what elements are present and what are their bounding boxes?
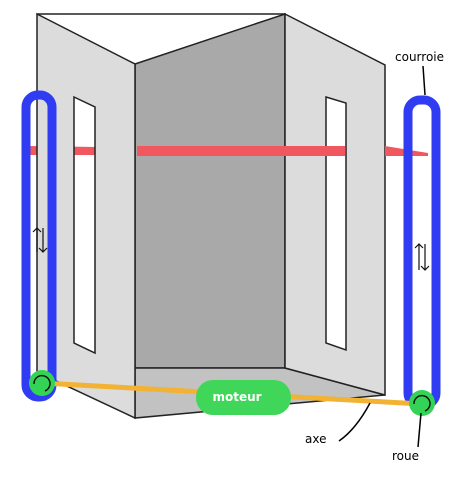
left-panel <box>36 12 136 420</box>
wheel-label: roue <box>392 449 419 463</box>
right-belt <box>403 95 441 410</box>
wheel-pointer <box>417 412 422 448</box>
axle-label: axe <box>305 432 326 446</box>
back-wall <box>134 12 286 369</box>
belt-pointer <box>422 65 426 96</box>
motor-label: moteur <box>212 390 261 404</box>
right-wheel <box>409 390 435 416</box>
up-down-arrows-icon <box>414 243 430 271</box>
belt-label: courroie <box>395 50 444 64</box>
right-panel <box>284 12 386 396</box>
motor <box>196 380 291 415</box>
axle-pointer <box>338 402 371 442</box>
up-down-arrows-icon <box>32 227 48 253</box>
left-belt <box>21 90 57 402</box>
left-wheel <box>29 370 55 396</box>
